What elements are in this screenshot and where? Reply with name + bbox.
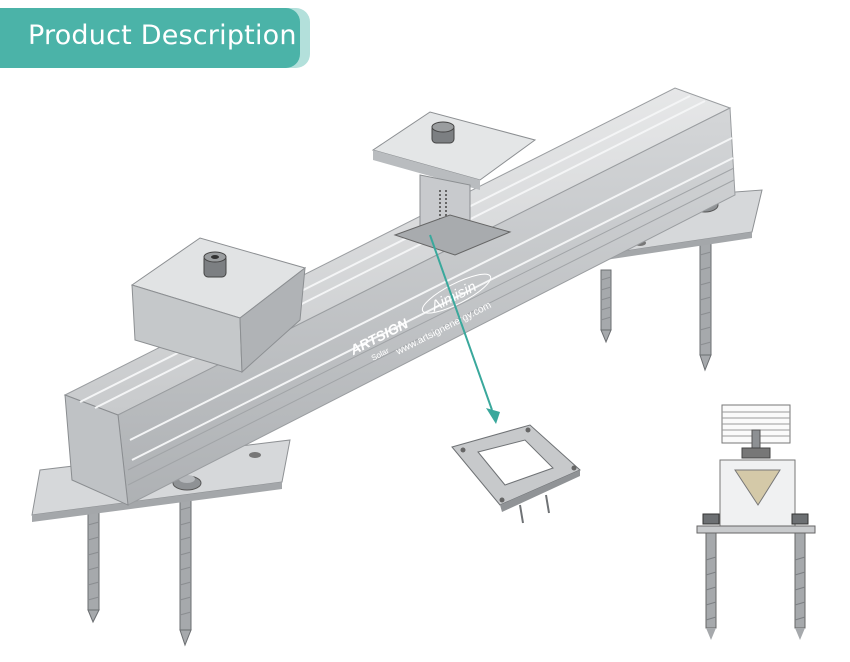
callout-arrow xyxy=(429,234,500,424)
header-banner xyxy=(0,8,300,68)
screw-threads xyxy=(87,236,712,616)
mid-clamp xyxy=(371,111,537,256)
rail-end-view xyxy=(696,404,816,640)
page-title: Product Description xyxy=(28,20,297,51)
end-clamp xyxy=(130,237,307,374)
grounding-plate xyxy=(451,424,581,524)
